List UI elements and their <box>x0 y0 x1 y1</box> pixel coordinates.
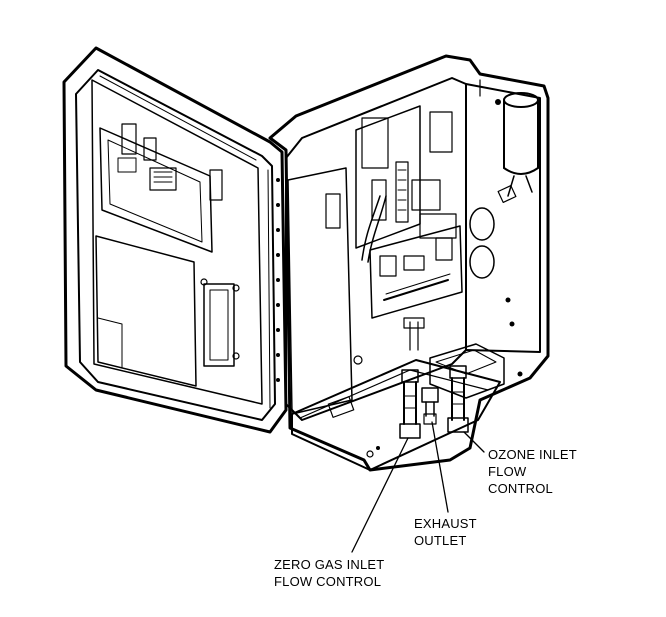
electronics-stack <box>355 105 457 249</box>
enclosure-door <box>62 46 288 434</box>
door-hinge-points <box>276 178 280 382</box>
door-terminal-block <box>200 278 240 367</box>
cylindrical-filter <box>497 92 539 203</box>
ozone-inlet-flow-control-label: OZONE INLET FLOW CONTROL <box>488 446 577 497</box>
cable-gland-holes <box>469 99 523 377</box>
exhaust-outlet-fitting <box>421 387 439 425</box>
exhaust-outlet-label: EXHAUST OUTLET <box>414 515 477 549</box>
zero-gas-label-line-2: FLOW CONTROL <box>274 574 382 589</box>
ozone-leader-line <box>463 431 485 453</box>
ozone-label-line-2: FLOW <box>488 464 527 479</box>
zero-gas-inlet-fitting <box>399 369 421 439</box>
zero-gas-inlet-flow-control-label: ZERO GAS INLET FLOW CONTROL <box>274 556 384 590</box>
door-circuit-board <box>99 123 223 253</box>
ozone-inlet-fitting <box>447 365 469 433</box>
zero-gas-label-line-1: ZERO GAS INLET <box>274 557 385 572</box>
zero-gas-leader-line <box>351 437 409 553</box>
lower-circuit-board <box>369 225 463 319</box>
exhaust-leader-line <box>431 421 449 513</box>
exhaust-label-line-2: OUTLET <box>414 533 467 548</box>
exhaust-label-line-1: EXHAUST <box>414 516 477 531</box>
ozone-label-line-1: OZONE INLET <box>488 447 577 462</box>
enclosure-body <box>268 54 550 472</box>
ozone-label-line-3: CONTROL <box>488 481 553 496</box>
bottom-plate <box>291 343 505 471</box>
door-label-panel <box>95 235 197 387</box>
